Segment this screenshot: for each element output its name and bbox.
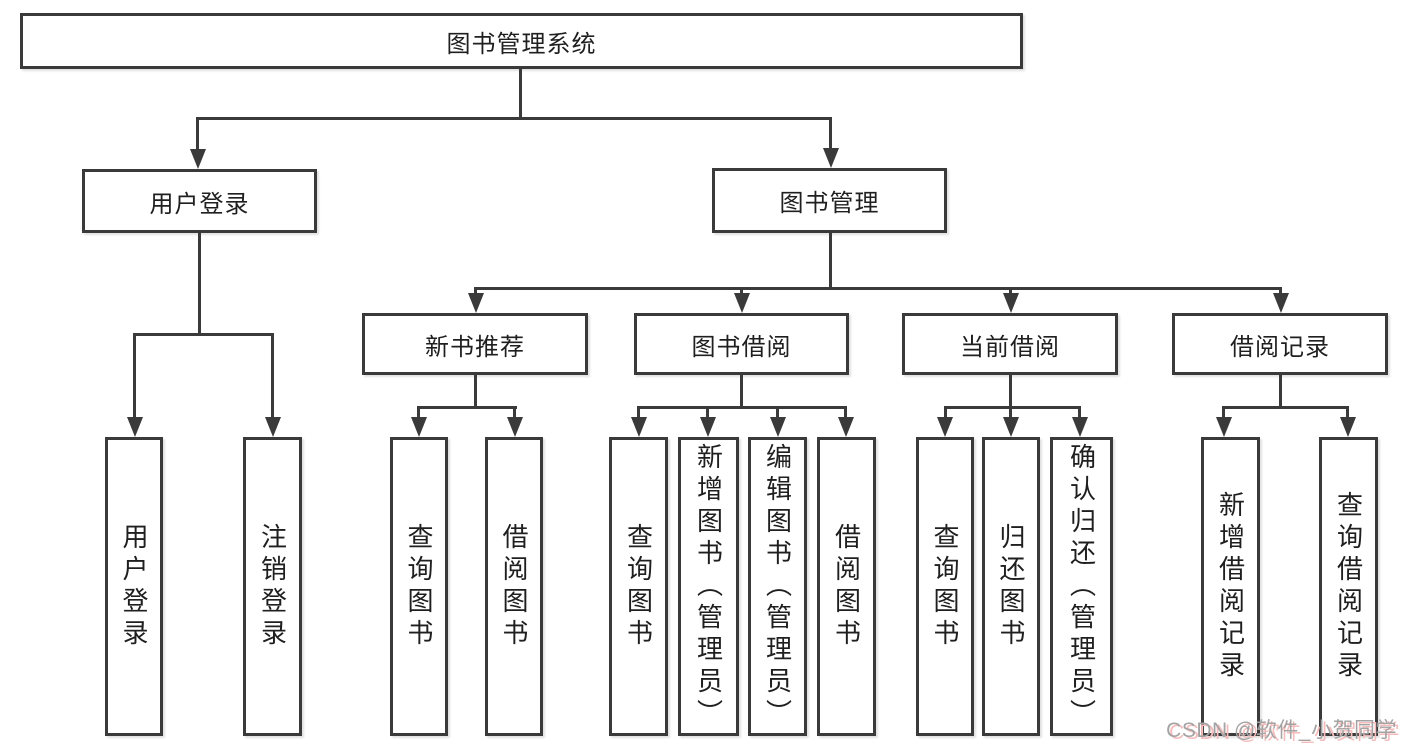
- connector-line: [637, 406, 847, 409]
- arrow-down-icon: [507, 417, 523, 437]
- connector-line: [829, 233, 832, 289]
- connector-line: [133, 333, 136, 418]
- leaf-query-books-current: 查询图书: [916, 437, 974, 736]
- leaf-add-book-admin: 新增图书（管理员）: [678, 437, 739, 736]
- connector-line: [1279, 287, 1282, 294]
- arrow-down-icon: [1003, 293, 1019, 313]
- arrow-down-icon: [734, 293, 750, 313]
- leaf-user-login: 用户登录: [105, 437, 163, 736]
- connector-line: [844, 406, 847, 418]
- leaf-edit-book-admin: 编辑图书（管理员）: [748, 437, 807, 736]
- leaf-borrow-books-recommend: 借阅图书: [485, 437, 543, 736]
- connector-line: [944, 406, 947, 418]
- leaf-return-books: 归还图书: [982, 437, 1040, 736]
- connector-line: [706, 406, 709, 418]
- leaf-query-borrow-record: 查询借阅记录: [1319, 437, 1378, 736]
- arrow-down-icon: [1003, 417, 1019, 437]
- arrow-down-icon: [700, 417, 716, 437]
- node-book-management: 图书管理: [712, 168, 947, 233]
- connector-line: [1078, 406, 1081, 418]
- connector-line: [196, 117, 199, 150]
- arrow-down-icon: [468, 293, 484, 313]
- arrow-down-icon: [190, 149, 206, 169]
- connector-line: [740, 287, 743, 294]
- connector-line: [417, 406, 420, 418]
- arrow-down-icon: [838, 417, 854, 437]
- leaf-logout: 注销登录: [243, 437, 302, 736]
- connector-line: [829, 117, 832, 149]
- arrow-down-icon: [823, 148, 839, 168]
- connector-line: [198, 232, 201, 336]
- connector-line: [1222, 406, 1225, 418]
- connector-line: [1346, 406, 1349, 418]
- connector-line: [133, 333, 274, 336]
- arrow-down-icon: [127, 417, 143, 437]
- connector-line: [637, 406, 640, 418]
- arrow-down-icon: [411, 417, 427, 437]
- connector-line: [474, 287, 1282, 290]
- arrow-down-icon: [937, 417, 953, 437]
- connector-line: [1222, 406, 1349, 409]
- watermark: CSDN @软件_小贺同学: [1166, 719, 1397, 742]
- connector-line: [740, 375, 743, 409]
- node-current-borrowing: 当前借阅: [902, 313, 1118, 375]
- arrow-down-icon: [631, 417, 647, 437]
- arrow-down-icon: [1072, 417, 1088, 437]
- arrow-down-icon: [265, 417, 281, 437]
- connector-line: [474, 287, 477, 294]
- connector-line: [1009, 287, 1012, 294]
- leaf-add-borrow-record: 新增借阅记录: [1201, 437, 1260, 736]
- leaf-confirm-return-admin: 确认归还（管理员）: [1050, 437, 1113, 736]
- node-new-book-recommend: 新书推荐: [362, 313, 588, 375]
- connector-line: [271, 333, 274, 418]
- connector-line: [519, 68, 522, 118]
- connector-line: [944, 406, 1081, 409]
- connector-line: [417, 406, 517, 409]
- connector-line: [196, 117, 832, 120]
- arrow-down-icon: [1273, 293, 1289, 313]
- arrow-down-icon: [770, 417, 786, 437]
- node-borrowing-records: 借阅记录: [1172, 313, 1388, 375]
- connector-line: [1009, 375, 1012, 409]
- node-root: 图书管理系统: [20, 13, 1023, 69]
- node-book-borrowing: 图书借阅: [634, 313, 849, 375]
- arrow-down-icon: [1216, 417, 1232, 437]
- connector-line: [1009, 406, 1012, 418]
- connector-line: [474, 375, 477, 409]
- arrow-down-icon: [1340, 417, 1356, 437]
- leaf-borrow-books: 借阅图书: [817, 437, 876, 736]
- leaf-query-books-borrowing: 查询图书: [609, 437, 668, 736]
- connector-line: [1279, 375, 1282, 409]
- connector-line: [513, 406, 516, 418]
- connector-line: [776, 406, 779, 418]
- leaf-query-books-recommend: 查询图书: [390, 437, 448, 736]
- node-user-login: 用户登录: [82, 169, 317, 233]
